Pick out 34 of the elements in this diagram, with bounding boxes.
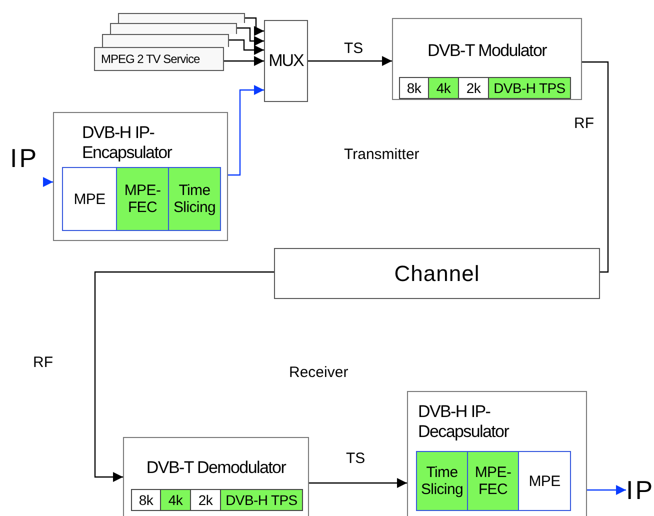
arrow [308,56,392,66]
module-title: DVB-T Modulator [426,41,548,61]
parameter-cell: DVB-H TPS [220,490,302,510]
parameter-cell: 4k [160,490,190,510]
processing-block: Time Slicing [417,452,467,510]
service-box: MPEG 2 TV Service [94,47,224,71]
arrow [587,485,626,495]
service-box [118,13,245,23]
module-box [407,391,587,516]
module-title: DVB-H IP- Encapsulator [82,123,174,163]
processing-block: Time Slicing [168,168,220,230]
channel-box: Channel [274,248,600,299]
arrow [309,478,407,488]
multiplexer-box: MUX [264,20,308,102]
parameter-cell: DVB-H TPS [488,78,570,98]
module-title: DVB-T Demodulator [145,458,288,478]
port-label: IP [10,143,46,173]
service-box [102,34,229,47]
arrow [43,177,53,187]
arrow [245,17,264,36]
module-box [123,437,309,516]
arrow [94,271,274,482]
port-label: IP [626,475,654,505]
module-box [53,112,228,241]
parameter-cell: 4k [428,78,458,98]
module-box [392,18,582,100]
module-title: DVB-H IP- Decapsulator [418,402,510,442]
processing-block: MPE- FEC [467,452,518,510]
service-box [110,23,237,34]
arrow [228,85,264,176]
arrow [224,56,264,66]
processing-block: MPE- FEC [116,168,168,230]
arrow [229,39,264,55]
arrow [237,27,264,46]
